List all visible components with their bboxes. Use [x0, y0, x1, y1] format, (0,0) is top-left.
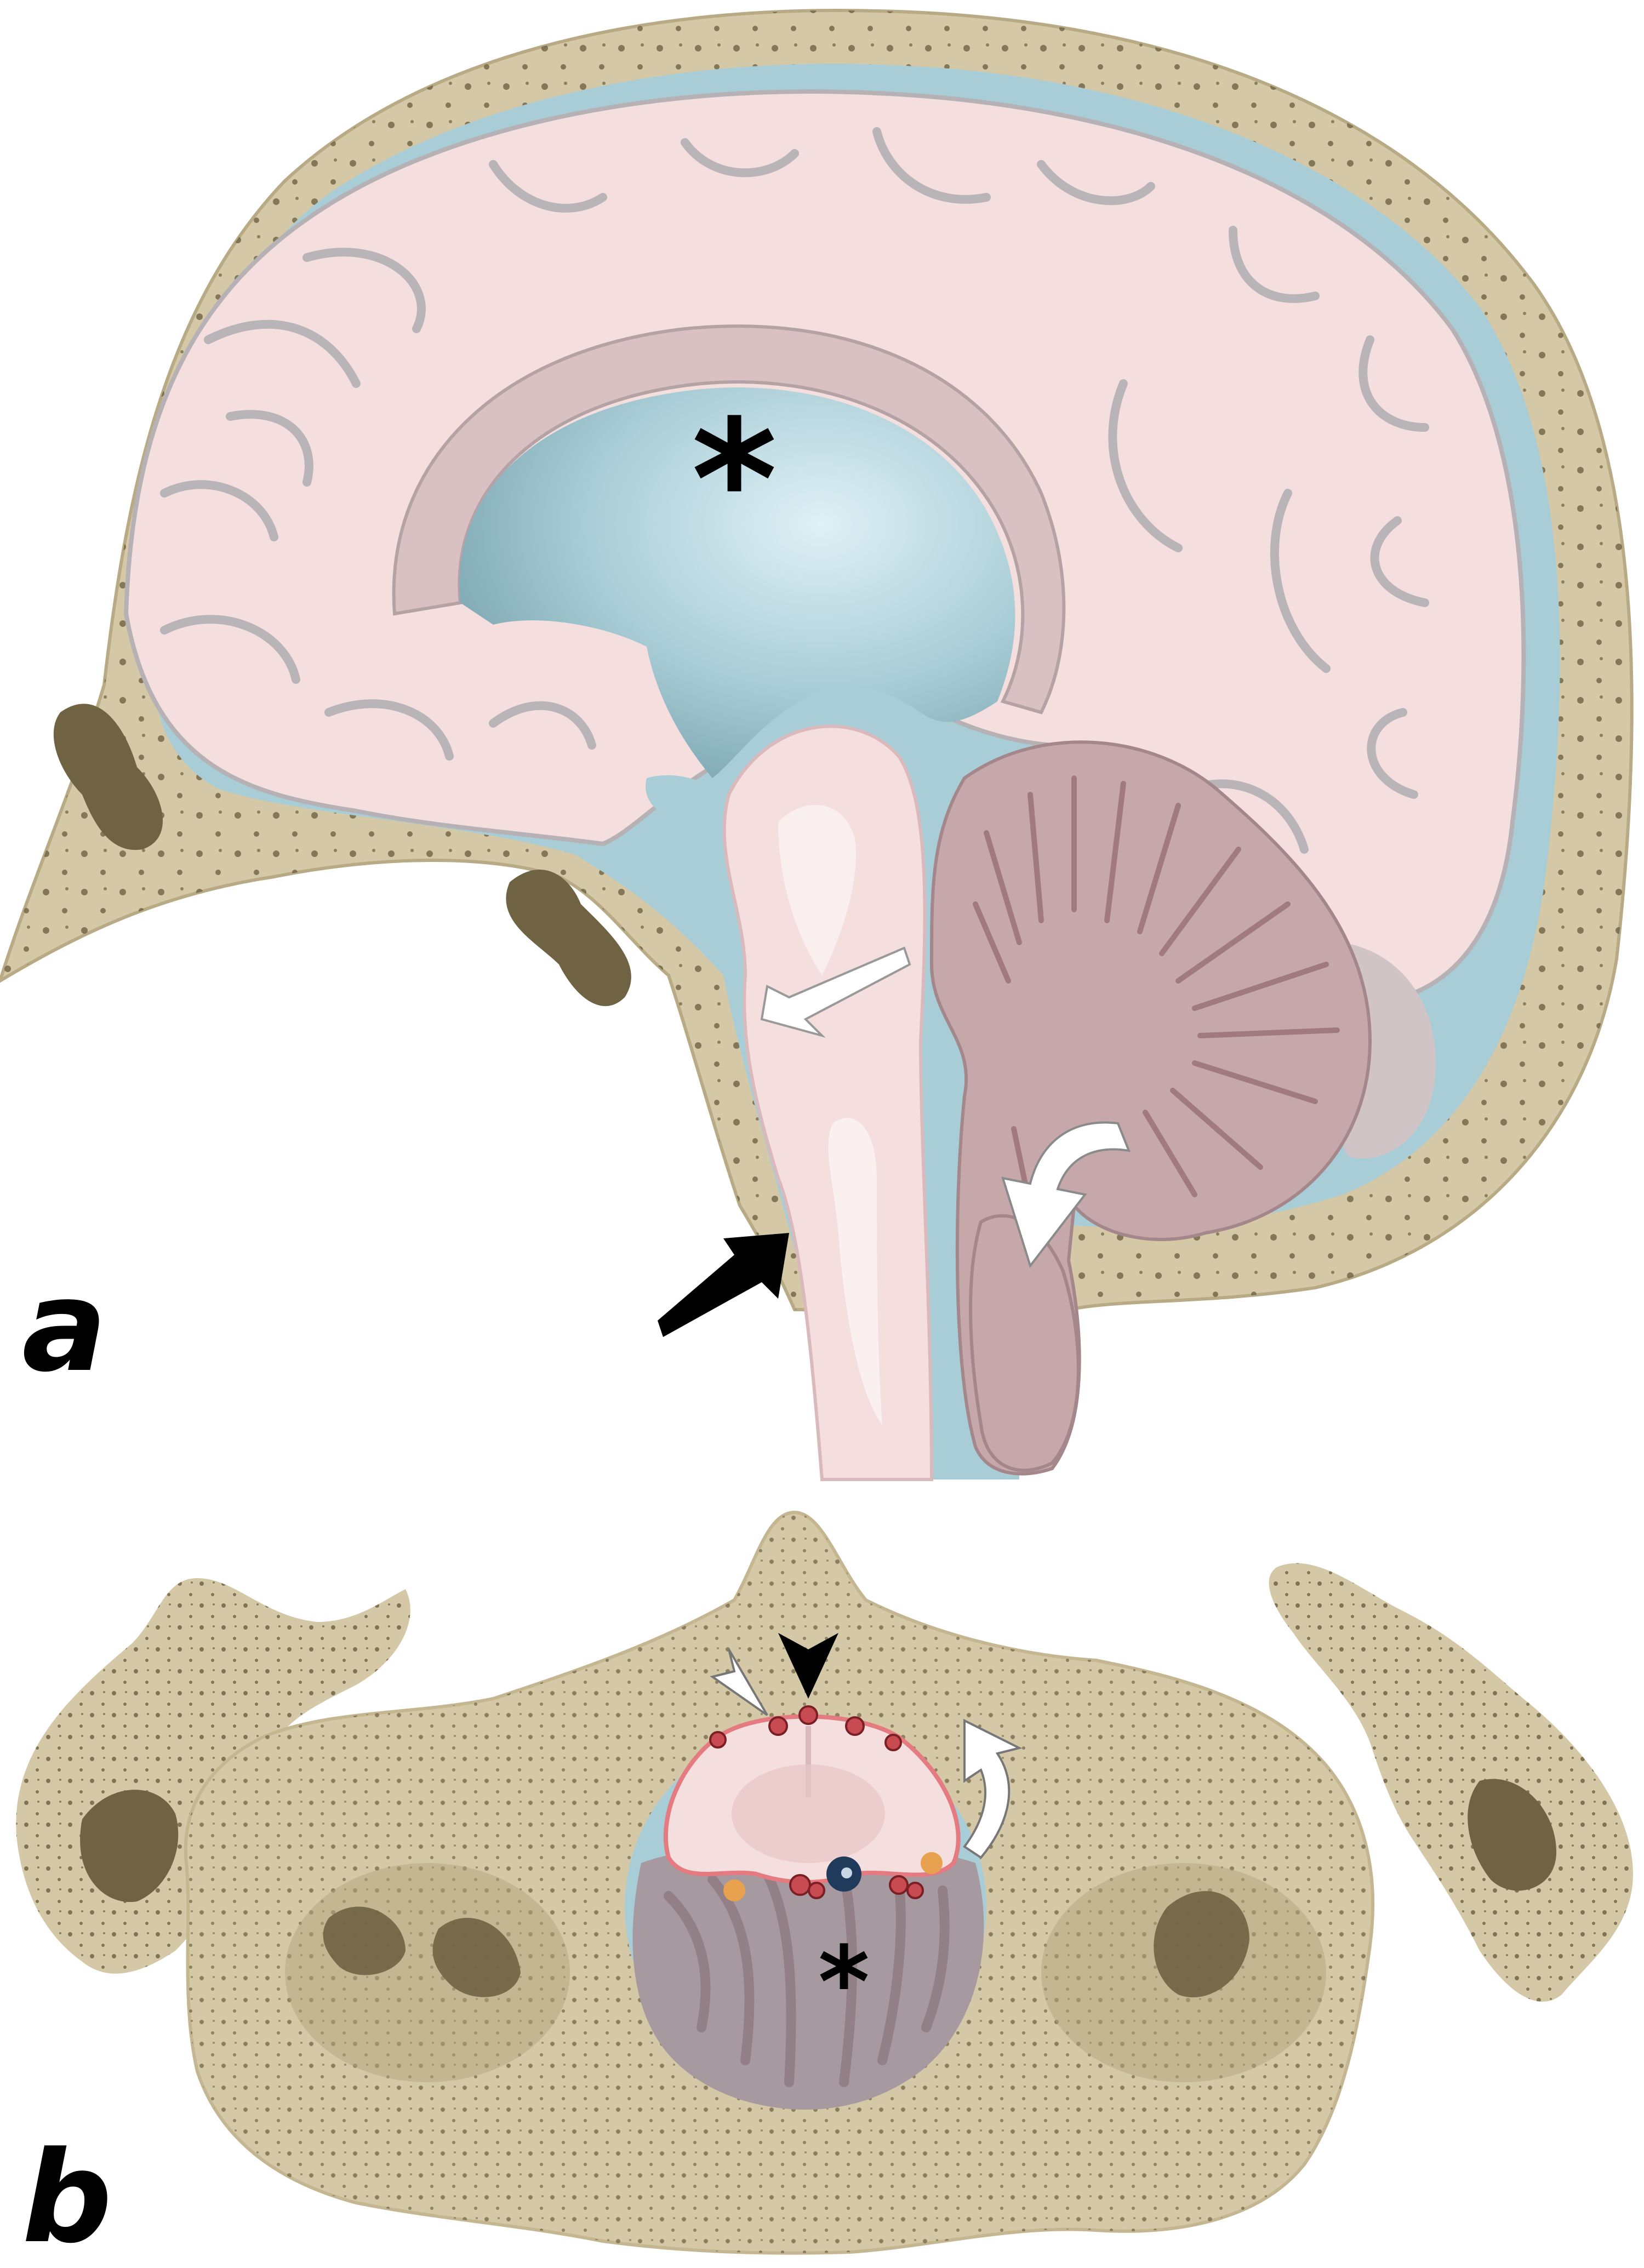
panel-b-axial: * b	[16, 1510, 1633, 2268]
panel-a-label: a	[22, 1254, 107, 1400]
curved-white-arrow-icon	[1001, 1121, 1131, 1269]
cerebellum	[929, 740, 1436, 1476]
vessels	[709, 1705, 924, 1899]
panel-b-label: b	[22, 2125, 112, 2268]
corpus-callosum	[392, 324, 1066, 715]
black-arrow-icon	[658, 1233, 789, 1337]
panel-a-sagittal: * a	[0, 8, 1634, 1481]
gyri	[160, 127, 1429, 854]
sphenoid-sinus	[506, 870, 631, 1007]
white-arrowhead-icon	[710, 1648, 768, 1716]
cerebellum-asterisk: *	[818, 1926, 870, 2040]
ventricle-asterisk: *	[692, 385, 778, 576]
brainstem	[722, 724, 934, 1481]
curved-white-arrow-icon	[963, 1718, 1023, 1859]
lateral-ventricle	[459, 387, 1015, 778]
black-arrowhead-icon	[778, 1633, 838, 1699]
white-arrow-icon	[760, 946, 911, 1038]
cerebellar-tonsil	[969, 1214, 1080, 1472]
frontal-sinus	[53, 704, 163, 850]
